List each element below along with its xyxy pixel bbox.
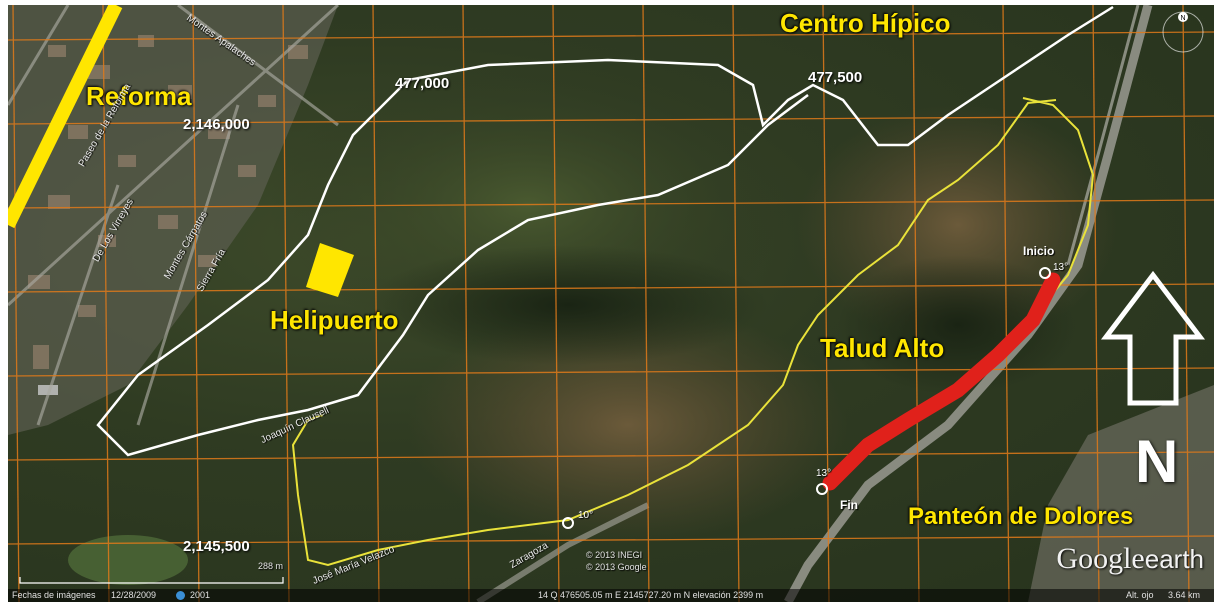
grid-line-horizontal (8, 115, 1214, 125)
grid-label-y-2146000: 2,146,000 (183, 116, 250, 133)
grid-line-horizontal (8, 367, 1214, 377)
imagery-dates-label: Fechas de imágenes (12, 590, 96, 600)
grid-line-vertical (1182, 5, 1190, 602)
google-logo-text: Google (1056, 542, 1145, 575)
grid-line-vertical (282, 5, 290, 602)
ravine-shadow (368, 245, 768, 365)
highway-lane (1066, 5, 1140, 266)
grid-line-vertical (372, 5, 380, 602)
eye-altitude-label: Alt. ojo (1126, 590, 1154, 600)
inicio-angle-label: 13° (1053, 262, 1069, 273)
map-base-layer (8, 5, 1214, 602)
reforma-label: Reforma (86, 81, 192, 111)
inicio-label: Inicio (1023, 244, 1055, 258)
svg-text:N: N (1180, 15, 1185, 22)
grid-line-vertical (822, 5, 830, 602)
grid-label-x-477000: 477,000 (395, 75, 450, 92)
centro-hipico-label: Centro Hípico (780, 8, 951, 38)
earth-logo-text: earth (1144, 544, 1204, 574)
grid-line-vertical (12, 5, 20, 602)
park-area (68, 535, 188, 585)
houses-west (28, 35, 308, 395)
grid-label-y-2145500: 2,145,500 (183, 538, 250, 555)
midpoint-angle-label: 10° (578, 510, 594, 521)
grid-line-vertical (192, 5, 200, 602)
midpoint-marker[interactable] (562, 517, 574, 529)
status-bar: Fechas de imágenes 12/28/2009 2001 14 Q … (8, 589, 1214, 602)
grid-label-x-477500: 477,500 (808, 69, 863, 86)
grid-line-vertical (552, 5, 560, 602)
grid-line-horizontal (8, 451, 1214, 461)
imagery-date-value: 12/28/2009 (111, 590, 157, 600)
fin-angle-label: 13° (816, 468, 832, 479)
copyright-google: © 2013 Google (586, 562, 647, 572)
cursor-coordinates: 14 Q 476505.05 m E 2145727.20 m N elevac… (538, 590, 764, 600)
white-route (96, 5, 1114, 457)
highway (784, 5, 1153, 602)
scale-label: 288 m (258, 561, 284, 571)
reforma-marker (8, 5, 123, 229)
road-zaragoza (476, 502, 650, 602)
grid-line-vertical (462, 5, 470, 602)
grid-line-vertical (732, 5, 740, 602)
talud-alto-label: Talud Alto (820, 333, 945, 363)
google-earth-logo: Googleearth (1056, 542, 1204, 576)
inicio-marker[interactable] (1039, 267, 1051, 279)
talud-alto-slope (822, 272, 1061, 491)
helipuerto-marker (306, 243, 354, 297)
ravine-shadow-east (838, 255, 1078, 395)
grid-line-vertical (102, 5, 110, 602)
grid-line-horizontal (8, 283, 1214, 293)
copyright-inegi: © 2013 INEGI (586, 550, 643, 560)
grid-line-vertical (1092, 5, 1100, 602)
grid-line-vertical (912, 5, 920, 602)
historical-imagery-icon[interactable] (176, 591, 185, 600)
panteon-label: Panteón de Dolores (908, 503, 1134, 530)
grid-line-vertical (642, 5, 650, 602)
grid-line-vertical (1002, 5, 1010, 602)
north-arrow-icon (1100, 270, 1206, 406)
fin-marker[interactable] (816, 483, 828, 495)
grid-line-horizontal (8, 31, 1214, 41)
utm-grid (8, 5, 1214, 602)
north-label: N (1135, 428, 1179, 495)
grid-line-horizontal (8, 535, 1214, 545)
satellite-map[interactable]: Reforma Centro Hípico Helipuerto Talud A… (8, 5, 1214, 602)
imagery-year[interactable]: 2001 (190, 590, 211, 600)
helipuerto-label: Helipuerto (270, 305, 399, 335)
fin-label: Fin (840, 498, 858, 512)
urban-area-southeast (1028, 385, 1214, 602)
compass-icon[interactable]: N (1160, 9, 1206, 55)
eye-altitude-value: 3.64 km (1168, 590, 1201, 600)
scale-bar (19, 577, 284, 584)
